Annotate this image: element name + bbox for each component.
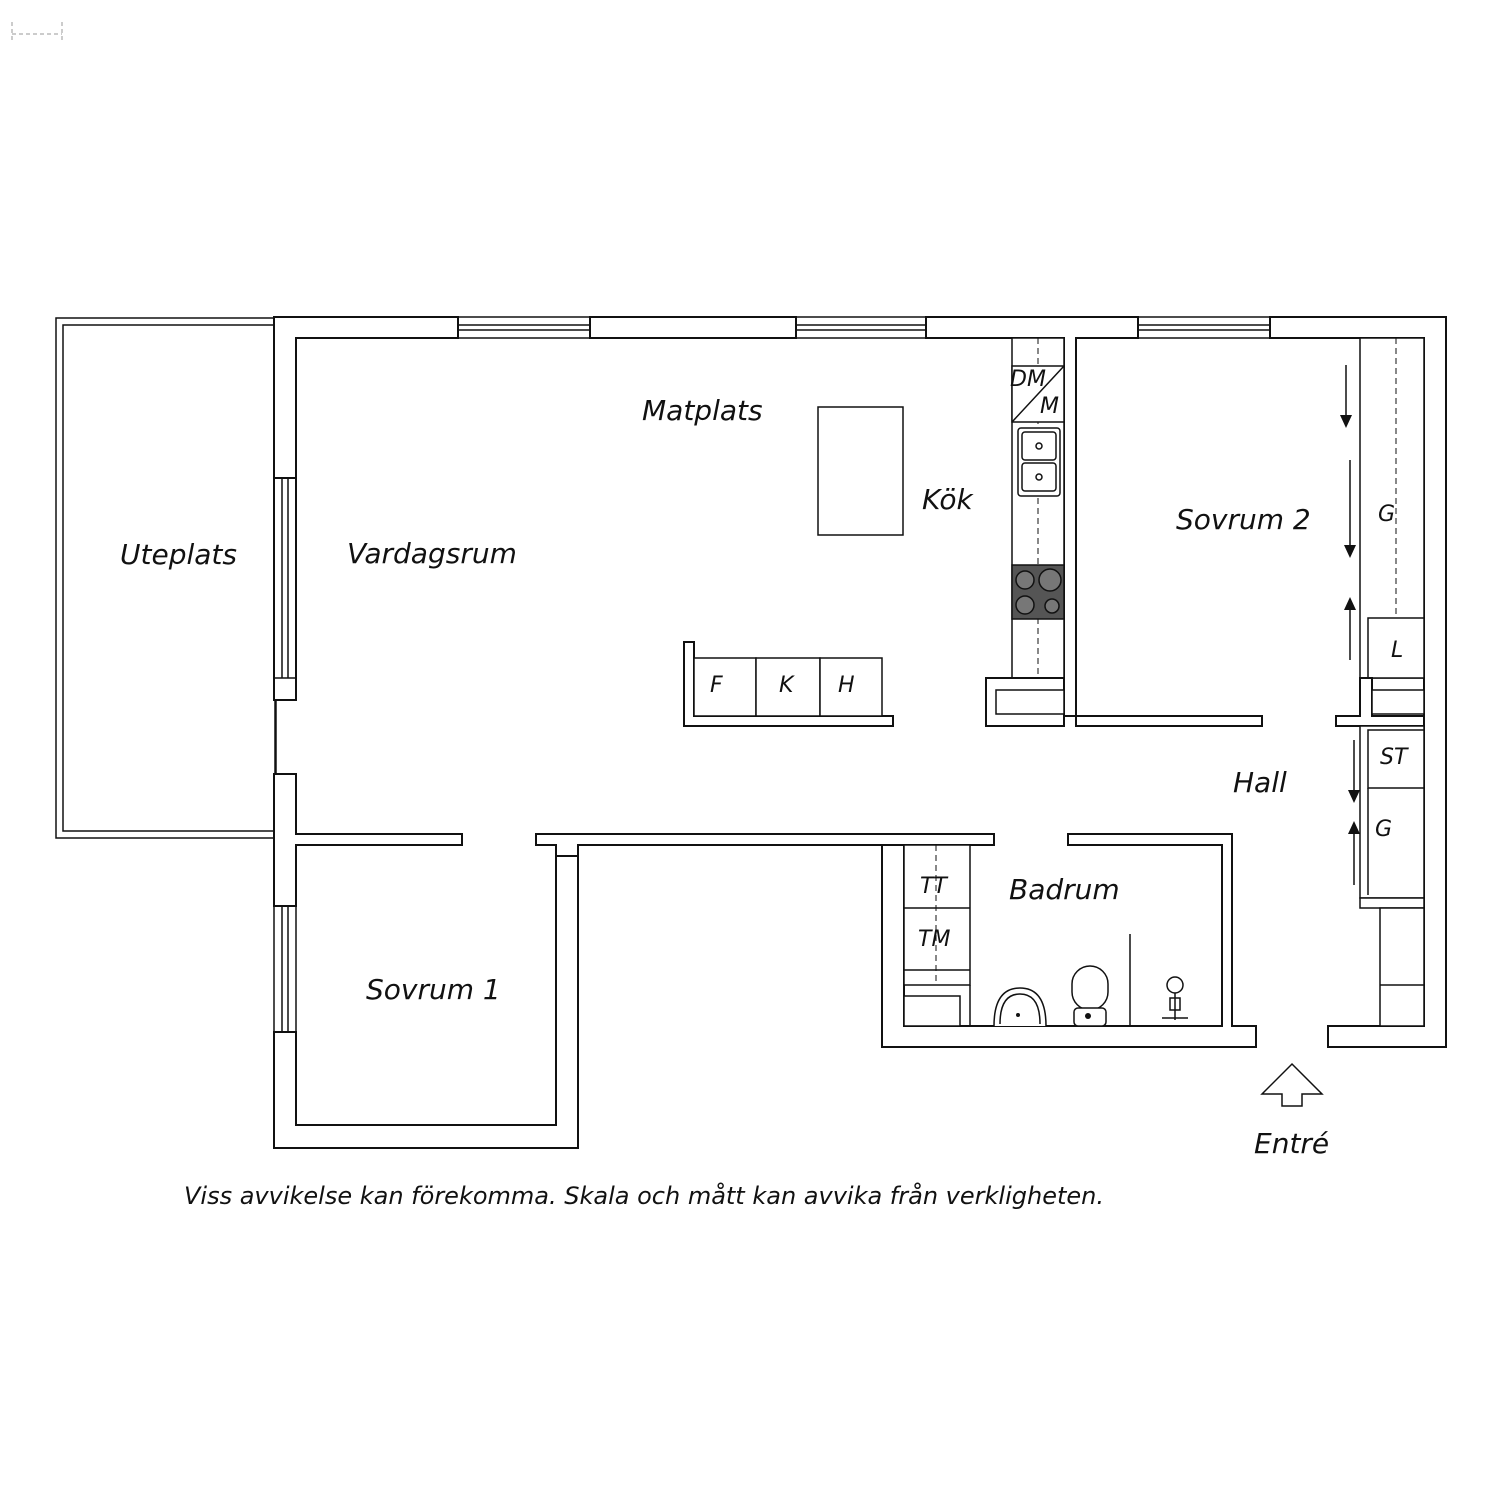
windows: [273, 316, 1271, 1033]
room-label-entre: Entré: [1254, 1127, 1329, 1160]
label-cooler: K: [779, 673, 795, 698]
room-label-uteplats: Uteplats: [120, 538, 237, 571]
room-label-kok: Kök: [922, 483, 974, 516]
label-dryer-tt: TT: [920, 874, 948, 899]
dining-table: [817, 406, 904, 536]
room-label-hall: Hall: [1233, 766, 1287, 799]
fridge-freezer-counter: [683, 641, 894, 727]
label-cabinet-h: H: [838, 673, 855, 698]
room-label-matplats: Matplats: [642, 394, 763, 427]
terrace-outline: [55, 317, 277, 839]
label-wardrobe-g-bedroom: G: [1378, 502, 1395, 527]
room-label-badrum: Badrum: [1009, 873, 1120, 906]
label-fridge: F: [710, 673, 723, 698]
disclaimer-text: Viss avvikelse kan förekomma. Skala och …: [184, 1181, 1104, 1210]
room-label-vardagsrum: Vardagsrum: [347, 537, 517, 570]
label-microwave: M: [1040, 394, 1059, 419]
room-label-sovrum1: Sovrum 1: [366, 973, 501, 1006]
kitchen-counter: [985, 337, 1065, 727]
entry-arrow-icon: [1260, 1062, 1324, 1107]
room-label-sovrum2: Sovrum 2: [1176, 503, 1311, 536]
bedroom2-wardrobe: [1340, 337, 1425, 679]
bathroom-fixtures: [903, 844, 1188, 1027]
scale-mark: [11, 22, 63, 40]
label-linen-l: L: [1391, 638, 1403, 663]
label-st: ST: [1380, 745, 1409, 770]
label-wardrobe-g-hall: G: [1375, 817, 1392, 842]
hall-cabinets: [1335, 677, 1425, 1027]
label-dishwasher: DM: [1010, 367, 1046, 392]
label-washer-tm: TM: [918, 927, 950, 952]
bedroom2-wall: [1075, 715, 1263, 727]
